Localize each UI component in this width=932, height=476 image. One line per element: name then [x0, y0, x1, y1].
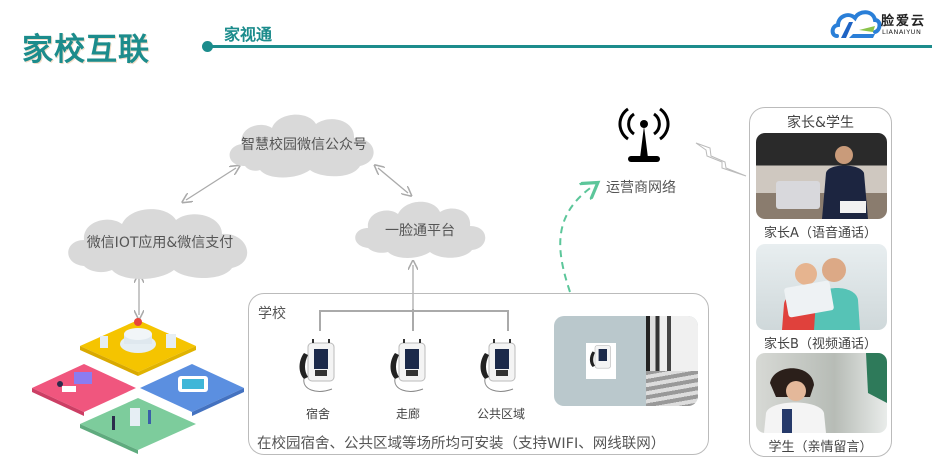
lightning-link-icon	[695, 142, 747, 177]
caption-parent-a: 家长A（语音通话）	[764, 226, 877, 241]
wall-phone-icon	[589, 345, 611, 369]
page-title: 家校互联	[22, 32, 150, 68]
platform-yellow	[80, 318, 196, 376]
corridor-photo-panel	[554, 316, 698, 406]
caption-student: 学生（亲情留言）	[768, 440, 873, 455]
parents-video-call-photo	[756, 244, 887, 330]
logo-name-en: LIANAIYUN	[882, 28, 922, 36]
parent-on-phone-photo	[756, 133, 887, 219]
cloud-face-platform	[355, 201, 486, 258]
cloud-logo-icon	[830, 10, 882, 38]
school-label: 学校	[258, 306, 286, 322]
platform-pink	[32, 364, 136, 416]
location-label-corridor: 走廊	[395, 407, 420, 421]
cloud-wechat-official	[229, 114, 374, 178]
students-photo	[756, 353, 887, 433]
cloud-label-wechat-official: 智慧校园微信公众号	[241, 137, 367, 153]
parents-students-title: 家长&学生	[787, 115, 854, 131]
network-label: 运营商网络	[606, 180, 676, 196]
school-install-note: 在校园宿舍、公共区域等场所均可安装（支持WIFI、网线联网）	[257, 436, 666, 452]
wall-phone-icon	[299, 339, 335, 392]
caption-parent-b: 家长B（视频通话）	[764, 337, 877, 352]
wall-phone-icon	[390, 339, 426, 392]
dashed-arrow-to-network	[559, 186, 593, 293]
mini-phone-thumbnail	[586, 343, 616, 379]
cloud-label-face-platform: 一脸通平台	[385, 223, 455, 239]
location-label-dorm: 宿舍	[305, 407, 330, 421]
logo-name-cn: 脸爱云	[881, 14, 927, 29]
signal-tower-icon	[618, 107, 670, 162]
cloud-wechat-iot	[68, 209, 248, 279]
school-group	[248, 293, 709, 455]
cloud-label-wechat-iot: 微信IOT应用&微信支付	[86, 235, 234, 251]
platform-green	[80, 398, 196, 454]
header-divider	[207, 45, 932, 48]
platform-blue	[140, 364, 244, 416]
parents-students-group	[749, 107, 892, 457]
wall-phone-icon	[480, 339, 516, 392]
location-label-public: 公共区域	[476, 407, 525, 421]
campus-isometric-illustration	[32, 318, 244, 454]
page-subtitle: 家视通	[224, 25, 273, 44]
